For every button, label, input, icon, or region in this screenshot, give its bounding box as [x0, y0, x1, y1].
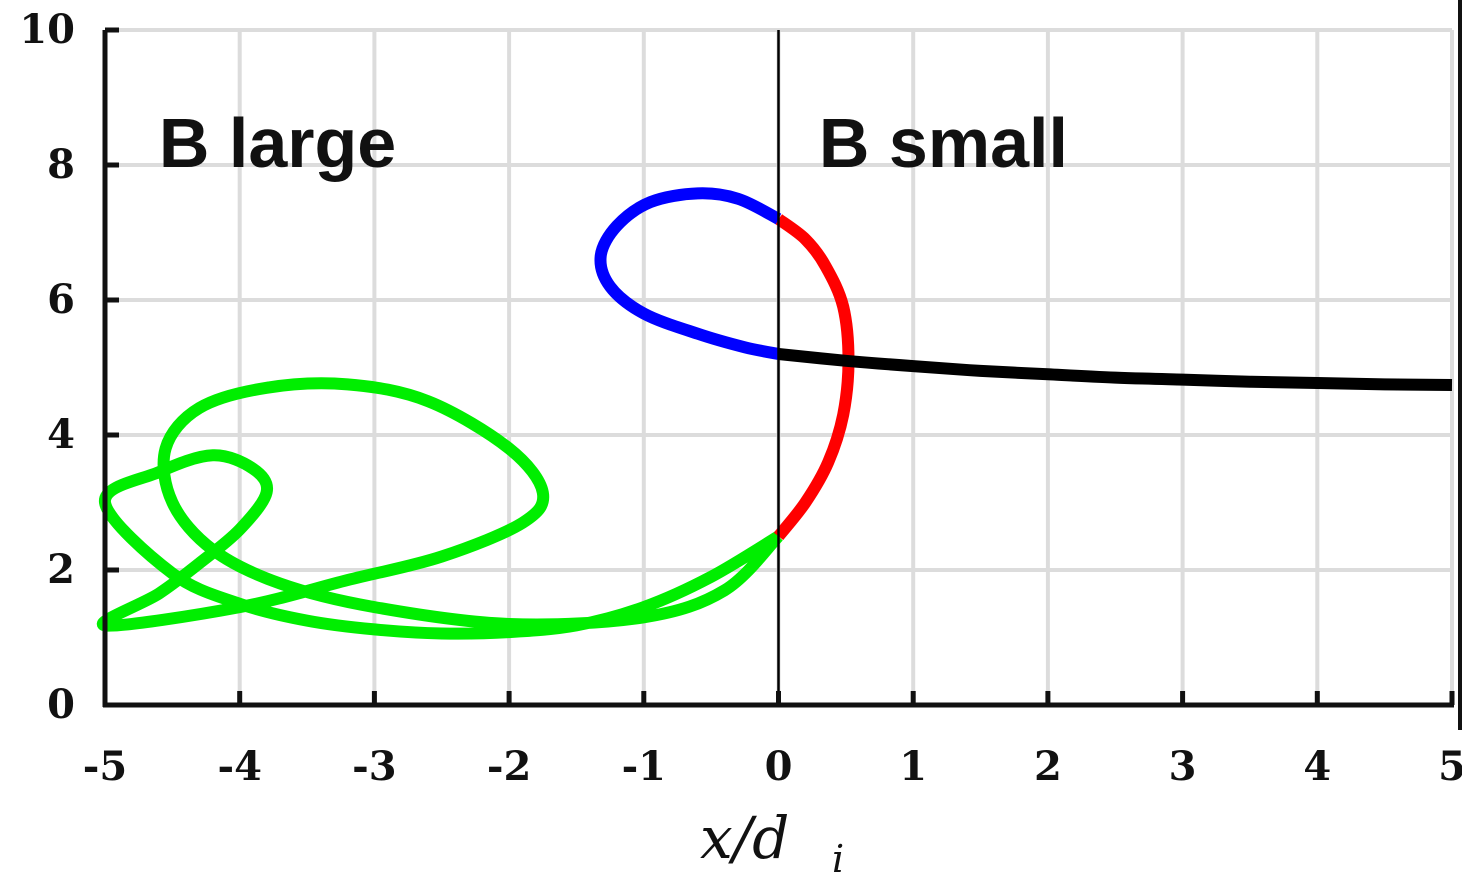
x-tick-label-4: -1 [622, 743, 666, 790]
x-tick-label-6: 1 [899, 743, 927, 790]
x-tick-label-9: 4 [1303, 743, 1331, 790]
x-tick-label-8: 3 [1169, 743, 1197, 790]
series-line-3 [777, 348, 1453, 391]
x-axis-label: x/d i [700, 804, 844, 881]
annotations: B large B small [159, 104, 1068, 182]
x-tick-label-0: -5 [83, 743, 127, 790]
x-tick-label-5: 0 [765, 743, 793, 790]
y-tick-label-0: 0 [47, 681, 75, 728]
x-tick-label-10: 5 [1438, 743, 1462, 790]
y-tick-label-1: 2 [47, 546, 75, 593]
y-tick-label-5: 10 [19, 6, 75, 53]
tick-marks [102, 27, 1455, 708]
x-axis-label-subscript: i [832, 837, 844, 881]
tick-labels: -5 -4 -3 -2 -1 0 1 2 3 4 5 0 2 4 6 8 10 [19, 6, 1462, 790]
series-line-1 [773, 214, 855, 541]
series-line-2 [594, 187, 782, 360]
y-tick-label-3: 6 [47, 276, 75, 323]
x-tick-label-1: -4 [217, 743, 261, 790]
region-label-0: B large [159, 104, 396, 182]
x-tick-label-3: -2 [487, 743, 531, 790]
x-tick-label-2: -3 [352, 743, 396, 790]
y-tick-label-4: 8 [47, 141, 75, 188]
series-layer [96, 187, 1453, 640]
series-line-0 [96, 377, 783, 640]
region-label-1: B small [819, 104, 1068, 182]
x-tick-label-7: 2 [1034, 743, 1062, 790]
y-tick-label-2: 4 [47, 411, 75, 458]
x-axis-label-main: x/d [700, 804, 789, 872]
